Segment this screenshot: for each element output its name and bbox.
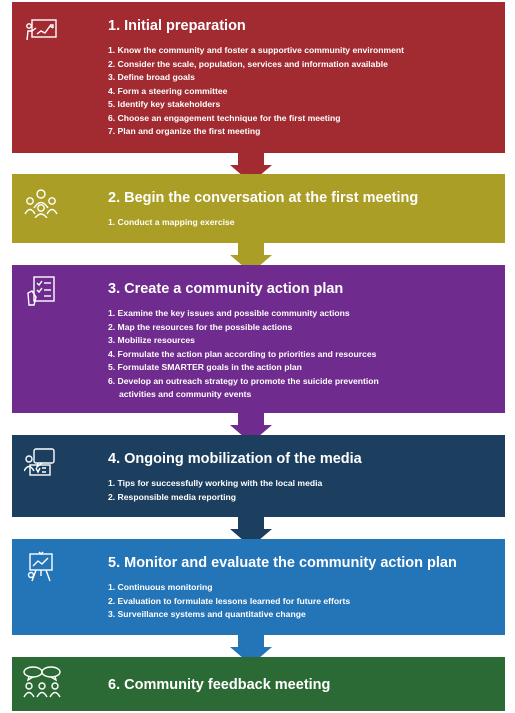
step-title: 2. Begin the conversation at the first m… [108, 190, 419, 206]
list-item: activities and community events [119, 389, 252, 399]
list-item: 4. Form a steering committee [108, 85, 228, 96]
list-item: 1. Tips for successfully working with th… [108, 478, 323, 488]
step-title: 3. Create a community action plan [108, 281, 344, 297]
step-5-monitor-evaluate: 5. Monitor and evaluate the community ac… [12, 539, 505, 635]
step-title: 6. Community feedback meeting [108, 677, 331, 693]
arrow-down-icon [230, 517, 272, 547]
list-item: 1. Examine the key issues and possible c… [108, 308, 350, 318]
step-items: 1. Continuous monitoring 2. Evaluation t… [108, 581, 350, 622]
step-items: 1. Examine the key issues and possible c… [108, 307, 379, 402]
presenter-chart-icon [26, 551, 62, 587]
step-items: 1. Tips for successfully working with th… [108, 477, 322, 504]
list-item: 7. Plan and organize the first meeting [108, 126, 261, 136]
list-item: 3. Mobilize resources [108, 335, 195, 345]
list-item: 5. Identify key stakeholders [108, 99, 221, 109]
list-item: 2. Responsible media reporting [108, 491, 236, 502]
speech-bubbles-people-icon [22, 665, 61, 701]
step-2-begin-conversation: 2. Begin the conversation at the first m… [12, 174, 505, 243]
checklist-hand-icon [26, 275, 62, 311]
list-item: 4. Formulate the action plan according t… [108, 348, 377, 359]
arrow-down-icon [230, 635, 272, 665]
list-item: 2. Consider the scale, population, servi… [108, 58, 388, 69]
list-item: 1. Know the community and foster a suppo… [108, 45, 405, 55]
list-item: 1. Continuous monitoring [108, 582, 213, 592]
arrow-down-icon [230, 413, 272, 443]
arrow-down-icon [230, 153, 272, 183]
step-title: 5. Monitor and evaluate the community ac… [108, 555, 457, 571]
group-people-icon [24, 188, 60, 224]
arrow-down-icon [230, 243, 272, 273]
media-interview-icon [23, 447, 60, 483]
list-item: 3. Define broad goals [108, 72, 195, 82]
step-title: 1. Initial preparation [108, 18, 246, 34]
presentation-chart-icon [26, 16, 62, 52]
step-items: 1. Conduct a mapping exercise [108, 216, 235, 230]
list-item: 2. Evaluation to formulate lessons learn… [108, 595, 351, 606]
step-title: 4. Ongoing mobilization of the media [108, 451, 362, 467]
step-6-community-feedback: 6. Community feedback meeting [12, 657, 505, 711]
list-item: 5. Formulate SMARTER goals in the action… [108, 362, 302, 372]
step-1-initial-preparation: 1. Initial preparation 1. Know the commu… [12, 2, 505, 153]
list-item: 6. Develop an outreach strategy to promo… [108, 375, 379, 386]
list-item: 3. Surveillance systems and quantitative… [108, 609, 306, 619]
step-4-media-mobilization: 4. Ongoing mobilization of the media 1. … [12, 435, 505, 517]
list-item: 2. Map the resources for the possible ac… [108, 321, 293, 332]
step-items: 1. Know the community and foster a suppo… [108, 44, 404, 139]
list-item: 6. Choose an engagement technique for th… [108, 112, 341, 123]
list-item: 1. Conduct a mapping exercise [108, 217, 235, 227]
step-3-community-action-plan: 3. Create a community action plan 1. Exa… [12, 265, 505, 413]
